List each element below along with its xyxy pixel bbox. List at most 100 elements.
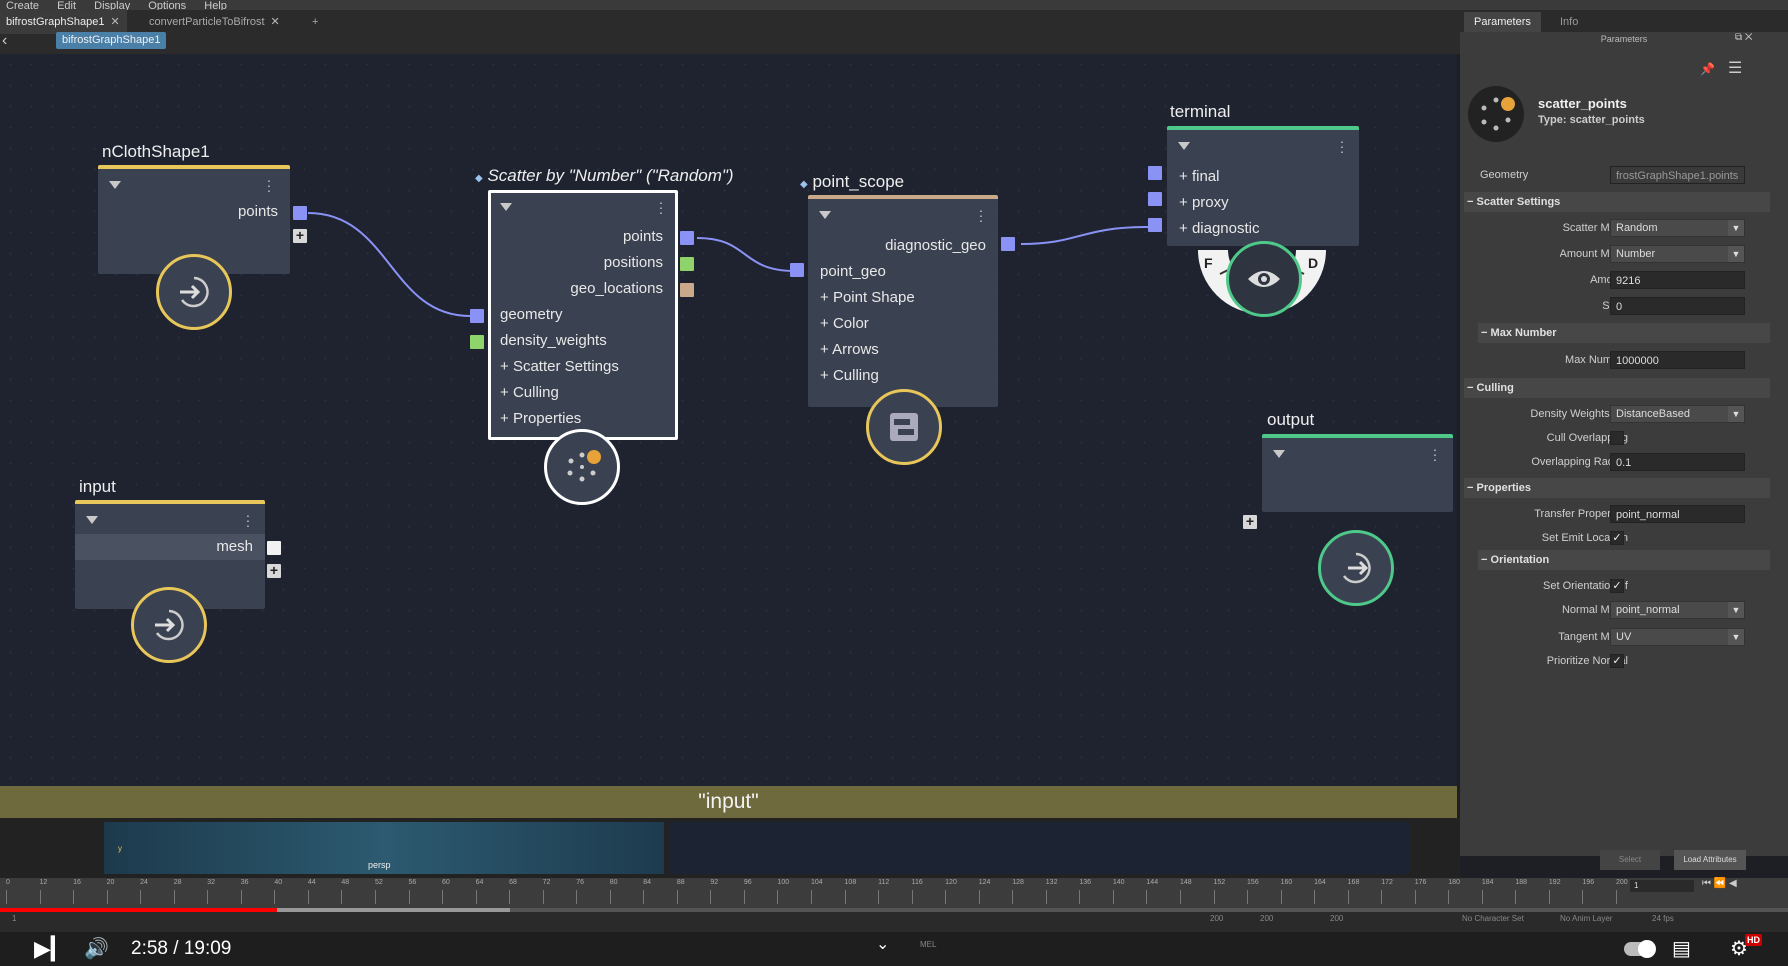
max-number-field[interactable]: 1000000 xyxy=(1610,351,1745,369)
transfer-properties-field[interactable]: point_normal xyxy=(1610,505,1745,523)
input-port-proxy[interactable] xyxy=(1148,192,1162,206)
subtitles-icon[interactable]: ▤ xyxy=(1672,938,1691,960)
video-progress-track[interactable] xyxy=(0,908,1788,912)
add-port-icon[interactable]: + xyxy=(1243,514,1257,529)
eye-icon[interactable] xyxy=(1226,241,1302,317)
group-culling[interactable]: + Culling xyxy=(820,367,879,384)
play-next-icon[interactable]: ▶▎ xyxy=(34,936,68,961)
output-port-geo-locations[interactable] xyxy=(680,283,694,297)
anim-layer-dropdown[interactable]: No Anim Layer xyxy=(1560,914,1613,923)
node-ncloth[interactable]: ··· points xyxy=(98,165,290,274)
prioritize-normal-checkbox[interactable]: ✓ xyxy=(1610,654,1624,668)
section-max-number[interactable]: − Max Number xyxy=(1478,323,1770,343)
group-point-shape[interactable]: + Point Shape xyxy=(820,289,915,306)
range-end-field-2[interactable]: 200 xyxy=(1330,914,1344,923)
node-output[interactable]: ··· xyxy=(1262,434,1453,512)
collapse-triangle-icon[interactable] xyxy=(500,203,512,211)
current-frame-field[interactable]: 1 xyxy=(1630,880,1694,892)
playback-controls-icon[interactable]: ⏮ ⏪ ◀ xyxy=(1702,878,1737,889)
close-icon[interactable]: ✕ xyxy=(270,16,280,28)
section-scatter-settings[interactable]: − Scatter Settings xyxy=(1464,192,1770,212)
node-input[interactable]: ··· mesh xyxy=(75,500,265,609)
menu-display[interactable]: Display xyxy=(94,0,131,10)
collapse-triangle-icon[interactable] xyxy=(86,516,98,524)
fps-dropdown[interactable]: 24 fps xyxy=(1652,914,1674,923)
range-start[interactable]: 1 xyxy=(12,914,17,923)
normal-mode-dropdown[interactable]: point_normal▼ xyxy=(1610,601,1745,619)
menu-edit[interactable]: Edit xyxy=(57,0,77,10)
section-orientation[interactable]: − Orientation xyxy=(1478,550,1770,570)
node-menu-icon[interactable]: ··· xyxy=(245,507,251,533)
settings-gear-icon[interactable]: ⚙ xyxy=(1730,938,1748,960)
tab-convert-particle[interactable]: convertParticleToBifrost✕ xyxy=(143,10,303,34)
set-emit-location-checkbox[interactable]: ✓ xyxy=(1610,531,1624,545)
add-tab-button[interactable]: + xyxy=(312,16,319,28)
range-end-field[interactable]: 200 xyxy=(1260,914,1274,923)
output-port-mesh[interactable] xyxy=(267,541,281,555)
viewport-secondary[interactable] xyxy=(670,822,1410,874)
collapse-triangle-icon[interactable] xyxy=(109,181,121,189)
group-final[interactable]: + final xyxy=(1179,168,1220,185)
load-attributes-button[interactable]: Load Attributes xyxy=(1674,850,1746,870)
character-set-dropdown[interactable]: No Character Set xyxy=(1462,914,1524,923)
node-scatter[interactable]: ··· points positions geo_locations geome… xyxy=(488,190,678,440)
amount-field[interactable]: 9216 xyxy=(1610,271,1745,289)
input-port-diagnostic[interactable] xyxy=(1148,218,1162,232)
density-weights-mode-dropdown[interactable]: DistanceBased▼ xyxy=(1610,405,1745,423)
node-point-scope[interactable]: ··· diagnostic_geo point_geo + Point Sha… xyxy=(808,195,998,407)
input-port-geometry[interactable] xyxy=(470,309,484,323)
close-icon[interactable]: ✕ xyxy=(110,16,120,28)
back-arrow-icon[interactable]: ‹ xyxy=(2,32,8,49)
overlapping-radius-field[interactable]: 0.1 xyxy=(1610,453,1745,471)
seed-field[interactable]: 0 xyxy=(1610,297,1745,315)
node-menu-icon[interactable]: ··· xyxy=(1339,133,1345,159)
pin-icon[interactable]: 📌 xyxy=(1700,62,1715,76)
amount-mode-dropdown[interactable]: Number▼ xyxy=(1610,245,1745,263)
input-port-final[interactable] xyxy=(1148,166,1162,180)
hamburger-menu-icon[interactable]: ☰ xyxy=(1728,60,1743,77)
group-color[interactable]: + Color xyxy=(820,315,869,332)
input-port-density-weights[interactable] xyxy=(470,335,484,349)
tangent-mode-dropdown[interactable]: UV▼ xyxy=(1610,628,1745,646)
collapse-triangle-icon[interactable] xyxy=(1273,450,1285,458)
autoplay-toggle[interactable] xyxy=(1624,940,1656,958)
group-proxy[interactable]: + proxy xyxy=(1179,194,1229,211)
node-graph-canvas[interactable]: nClothShape1 ··· points + ◆ Scatter by "… xyxy=(0,54,1457,787)
tab-info[interactable]: Info xyxy=(1560,16,1579,28)
tab-parameters[interactable]: Parameters xyxy=(1464,12,1541,32)
viewport-persp[interactable]: persp y xyxy=(104,822,664,874)
node-menu-icon[interactable]: ··· xyxy=(1432,441,1438,467)
node-menu-icon[interactable]: ··· xyxy=(266,172,272,198)
input-port-point-geo[interactable] xyxy=(790,263,804,277)
group-scatter-settings[interactable]: + Scatter Settings xyxy=(500,358,619,375)
node-menu-icon[interactable]: ··· xyxy=(978,202,984,228)
node-terminal[interactable]: ··· + final + proxy + diagnostic xyxy=(1167,126,1359,246)
section-culling[interactable]: − Culling xyxy=(1464,378,1770,398)
chevron-down-icon[interactable]: ⌄ xyxy=(876,936,890,953)
add-port-icon[interactable]: + xyxy=(267,563,281,578)
breadcrumb[interactable]: bifrostGraphShape1 xyxy=(56,32,167,49)
select-button[interactable]: Select xyxy=(1600,850,1660,870)
section-properties[interactable]: − Properties xyxy=(1464,478,1770,498)
add-port-icon[interactable]: + xyxy=(293,228,307,243)
output-port-points[interactable] xyxy=(293,206,307,220)
output-port-points[interactable] xyxy=(680,231,694,245)
group-diagnostic[interactable]: + diagnostic xyxy=(1179,220,1260,237)
output-port-positions[interactable] xyxy=(680,257,694,271)
collapse-triangle-icon[interactable] xyxy=(819,211,831,219)
scatter-mode-dropdown[interactable]: Random▼ xyxy=(1610,219,1745,237)
collapse-triangle-icon[interactable] xyxy=(1178,142,1190,150)
set-orientations-checkbox[interactable]: ✓ xyxy=(1610,579,1624,593)
cull-overlapping-checkbox[interactable] xyxy=(1610,431,1624,445)
tab-bifrost-graph[interactable]: bifrostGraphShape1✕ xyxy=(0,10,127,34)
menu-create[interactable]: Create xyxy=(6,0,40,10)
node-menu-icon[interactable]: ··· xyxy=(658,194,664,220)
group-arrows[interactable]: + Arrows xyxy=(820,341,879,358)
output-port-diagnostic-geo[interactable] xyxy=(1001,237,1015,251)
menu-options[interactable]: Options xyxy=(148,0,187,10)
group-culling[interactable]: + Culling xyxy=(500,384,559,401)
geometry-field[interactable]: frostGraphShape1.points xyxy=(1610,166,1745,184)
group-properties[interactable]: + Properties xyxy=(500,410,582,427)
menu-help[interactable]: Help xyxy=(204,0,227,10)
